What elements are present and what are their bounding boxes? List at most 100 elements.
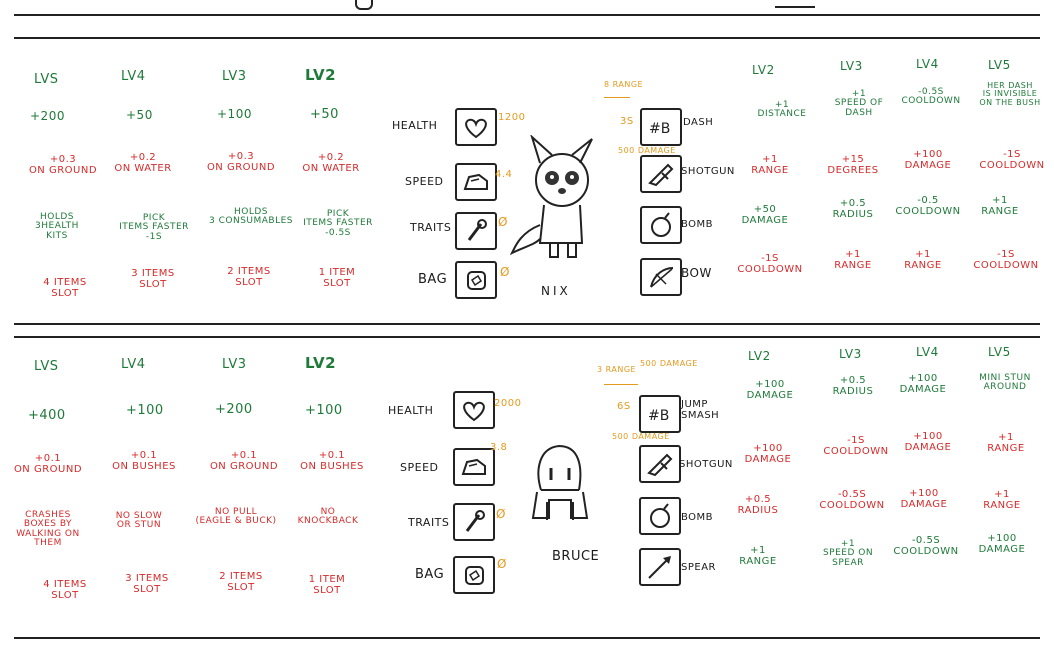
nix-bomb-lv4: -0.5 COOLDOWN xyxy=(895,195,961,217)
nix-health-label: HEALTH xyxy=(392,119,438,132)
nix-bomb-lv2: +50 DAMAGE xyxy=(741,204,789,226)
nix-shotgun-lv4: +100 DAMAGE xyxy=(904,149,952,171)
cropped-top-doodle xyxy=(355,0,373,10)
nix-dash-lv4: -0.5S COOLDOWN xyxy=(901,87,961,107)
nix-bomb-lv5: +1 RANGE xyxy=(981,195,1019,217)
nix-traits-lv5: HOLDS 3HEALTH KITS xyxy=(35,212,79,241)
nix-bag-lv2: 1 ITEM SLOT xyxy=(318,267,356,289)
nix-bag-label: BAG xyxy=(418,272,448,287)
nix-speed-lv3: +0.3 ON GROUND xyxy=(206,151,276,173)
bruce-jump-smash-box: #B xyxy=(639,395,681,433)
nix-bag-lv3: 2 ITEMS SLOT xyxy=(227,266,271,288)
bruce-bag-label: BAG xyxy=(415,567,445,582)
nix-header-r-lv5: LV5 xyxy=(988,58,1011,72)
bruce-health-box xyxy=(453,391,495,429)
nix-dash-lv5: HER DASH IS INVISIBLE ON THE BUSH xyxy=(979,81,1041,107)
bruce-health-label: HEALTH xyxy=(388,404,434,417)
nix-skill-dash: DASH xyxy=(683,117,714,128)
spear-icon xyxy=(648,556,671,579)
bruce-shotgun-lv5: +1 RANGE xyxy=(987,432,1025,454)
bomb-icon xyxy=(651,212,671,237)
nix-name: NIX xyxy=(541,284,571,298)
nix-range-line xyxy=(604,97,630,98)
shotgun-icon xyxy=(648,163,674,187)
nix-traits-lv3: HOLDS 3 CONSUMABLES xyxy=(209,207,293,227)
heart-icon xyxy=(465,118,487,139)
bruce-health-lv3: +200 xyxy=(215,402,253,417)
section-divider-nix-bottom xyxy=(14,323,1040,325)
nix-speed-lv2: +0.2 ON WATER xyxy=(302,152,360,174)
nix-bag-value: Ø xyxy=(500,265,510,279)
bruce-skill-jump-smash: JUMP SMASH xyxy=(681,399,720,421)
bruce-bomb-lv2: +0.5 RADIUS xyxy=(737,494,779,516)
nix-bow-lv2: -1S COOLDOWN xyxy=(737,253,803,275)
section-rule-bottom xyxy=(14,637,1040,639)
bruce-range-line xyxy=(604,384,638,385)
bruce-spear-lv5: +100 DAMAGE xyxy=(978,533,1026,555)
bruce-skill-bomb: BOMB xyxy=(681,512,714,523)
nix-health-lv2: +50 xyxy=(310,107,339,122)
nix-speed-value: 4.4 xyxy=(495,169,513,180)
nix-health-lv3: +100 xyxy=(217,107,252,121)
nix-dash-lv3: +1 SPEED OF DASH xyxy=(834,89,884,118)
bruce-jump-lv4: +100 DAMAGE xyxy=(899,373,947,395)
nix-shotgun-lv2: +1 RANGE xyxy=(751,154,789,176)
bruce-header-r-lv2: LV2 xyxy=(748,349,771,363)
nix-bag-lv5: 4 ITEMS SLOT xyxy=(43,277,87,299)
svg-text:#B: #B xyxy=(648,408,669,424)
nix-speed-lv4: +0.2 ON WATER xyxy=(114,152,172,174)
bruce-bag-lv5: 4 ITEMS SLOT xyxy=(43,579,87,601)
bruce-header-lv2: LV2 xyxy=(305,354,337,372)
nix-header-r-lv2: LV2 xyxy=(752,63,775,77)
nix-bow-lv3: +1 RANGE xyxy=(834,249,872,271)
nix-health-lv4: +50 xyxy=(126,108,153,122)
nix-traits-box xyxy=(455,212,497,250)
bruce-bomb-lv4: +100 DAMAGE xyxy=(900,488,948,510)
nix-cooldown-note: 3S xyxy=(620,116,634,127)
bruce-header-lv3: LV3 xyxy=(222,357,247,372)
bruce-header-r-lv3: LV3 xyxy=(839,347,862,361)
bag-icon xyxy=(465,566,484,585)
bruce-shotgun-lv2: +100 DAMAGE xyxy=(744,443,792,465)
bruce-jump-lv3: +0.5 RADIUS xyxy=(832,375,874,397)
bow-icon xyxy=(650,267,674,288)
nix-range-note: 8 RANGE xyxy=(604,80,644,89)
bruce-spear-lv2: +1 RANGE xyxy=(739,545,777,567)
bruce-bag-lv3: 2 ITEMS SLOT xyxy=(219,571,263,593)
bruce-speed-lv2: +0.1 ON BUSHES xyxy=(300,450,364,472)
bruce-spear-lv4: -0.5S COOLDOWN xyxy=(893,535,959,557)
bruce-damage-note: 500 DAMAGE xyxy=(612,432,670,441)
bruce-spear-box xyxy=(639,548,681,586)
bruce-health-value: 2000 xyxy=(494,398,522,409)
bruce-shotgun-lv4: +100 DAMAGE xyxy=(904,431,952,453)
nix-header-lv3: LV3 xyxy=(222,69,247,84)
bruce-traits-lv3: NO PULL (EAGLE & BUCK) xyxy=(195,507,277,527)
svg-text:#B: #B xyxy=(649,121,670,137)
nix-header-r-lv3: LV3 xyxy=(840,59,863,73)
shotgun-icon xyxy=(647,453,673,477)
nix-header-lv4: LV4 xyxy=(121,69,146,84)
bruce-traits-box xyxy=(453,503,495,541)
bruce-character-drawing xyxy=(525,440,595,535)
bruce-speed-label: SPEED xyxy=(400,461,439,474)
bruce-range-note: 3 RANGE xyxy=(597,365,637,374)
bruce-traits-value: Ø xyxy=(496,507,506,521)
bruce-speed-box xyxy=(453,448,495,486)
bruce-traits-lv2: NO KNOCKBACK xyxy=(297,507,359,527)
bruce-speed-lv4: +0.1 ON BUSHES xyxy=(112,450,176,472)
nix-bow-box xyxy=(640,258,682,296)
nix-bomb-lv3: +0.5 RADIUS xyxy=(832,198,874,220)
nix-speed-label: SPEED xyxy=(405,175,444,188)
nix-dash-box: #B xyxy=(640,108,682,146)
bruce-bomb-lv3: -0.5S COOLDOWN xyxy=(819,489,885,511)
bruce-bomb-lv5: +1 RANGE xyxy=(983,489,1021,511)
bruce-jump-lv2: +100 DAMAGE xyxy=(746,379,794,401)
bruce-bag-lv2: 1 ITEM SLOT xyxy=(308,574,346,596)
bruce-shotgun-box xyxy=(639,445,681,483)
bruce-traits-label: TRAITS xyxy=(408,516,450,529)
nix-bag-box xyxy=(455,261,497,299)
nix-shotgun-lv5: -1S COOLDOWN xyxy=(979,149,1045,171)
bruce-health-lv5: +400 xyxy=(28,408,66,423)
nix-shotgun-box xyxy=(640,155,682,193)
section-rule-1 xyxy=(14,37,1040,39)
